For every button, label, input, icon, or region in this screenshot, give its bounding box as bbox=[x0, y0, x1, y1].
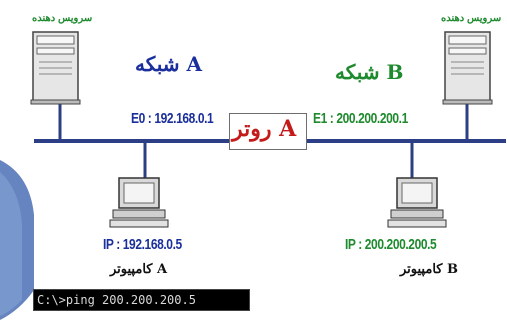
computer-b-ip: IP : 200.200.200.5 bbox=[345, 236, 437, 253]
command-console bbox=[33, 289, 250, 311]
server-icon bbox=[30, 31, 81, 105]
network-b-label: شبکه B bbox=[335, 60, 404, 84]
router-box bbox=[229, 113, 307, 150]
interface-e1-label: E1 : 200.200.200.1 bbox=[313, 110, 408, 127]
computer-a-label: کامپیوتر A bbox=[110, 262, 168, 277]
server-label-left: سرویس دهنده bbox=[32, 13, 93, 24]
console-command: C:\>ping 200.200.200.5 bbox=[37, 293, 196, 307]
router-label: روتر A bbox=[232, 116, 297, 142]
network-a-label: شبکه A bbox=[135, 52, 203, 76]
server-icon bbox=[442, 31, 493, 105]
server-label-right: سرویس دهنده bbox=[441, 13, 502, 24]
interface-e0-label: E0 : 192.168.0.1 bbox=[131, 110, 214, 127]
computer-b-label: کامپیوتر B bbox=[400, 262, 458, 277]
computer-icon bbox=[387, 177, 447, 228]
computer-a-ip: IP : 192.168.0.5 bbox=[103, 236, 182, 253]
computer-icon bbox=[109, 177, 169, 228]
